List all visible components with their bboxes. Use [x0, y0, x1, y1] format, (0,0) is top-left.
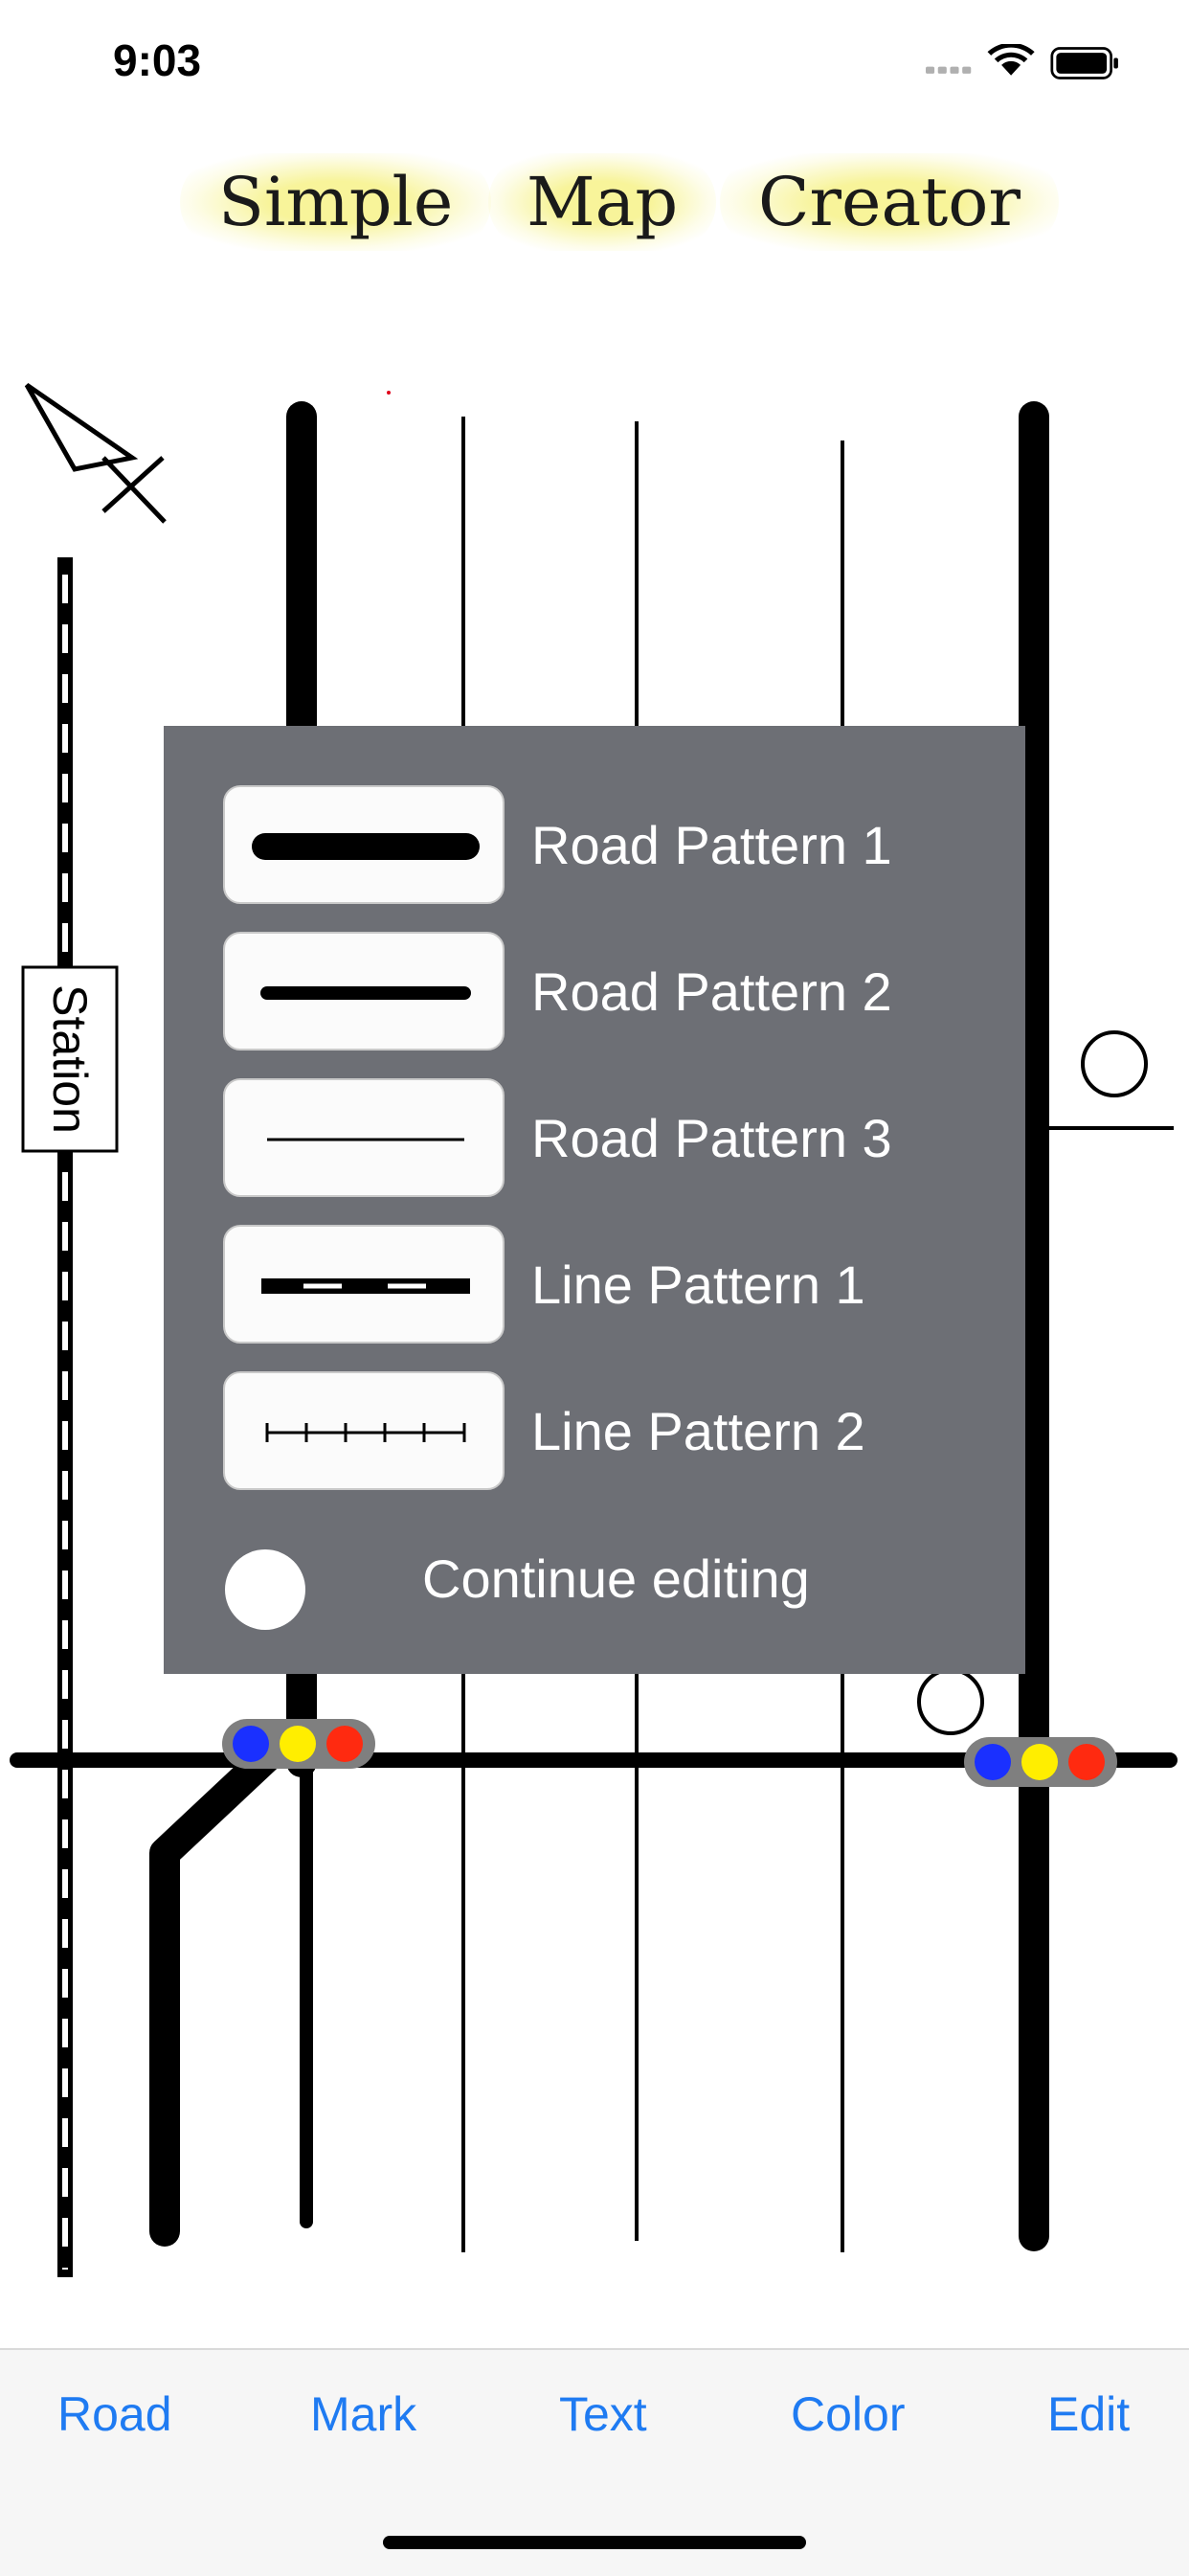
status-icons: [926, 44, 1118, 79]
home-indicator: [383, 2536, 806, 2549]
title-word-simple: Simple: [180, 153, 492, 251]
map-canvas[interactable]: Station: [0, 0, 1189, 2346]
north-arrow-icon: [24, 382, 167, 524]
status-time: 9:03: [113, 35, 202, 85]
circle-marker-2[interactable]: [917, 1668, 984, 1735]
line-pattern-1-label: Line Pattern 1: [531, 1254, 865, 1315]
app-title: Simple Map Creator: [0, 153, 1189, 251]
continue-editing-label: Continue editing: [422, 1548, 810, 1609]
tab-road[interactable]: Road: [57, 2387, 172, 2441]
tick-line-pattern-icon: [265, 1423, 466, 1442]
road-pattern-1-label: Road Pattern 1: [531, 815, 892, 875]
pattern-item-road-1[interactable]: Road Pattern 1: [223, 785, 989, 908]
line-pattern-2-button[interactable]: [223, 1371, 505, 1490]
road-pattern-3-button[interactable]: [223, 1078, 505, 1197]
pattern-menu: Road Pattern 1 Road Pattern 2 Road Patte…: [164, 726, 1025, 1674]
railway-pattern-icon: [261, 1278, 470, 1294]
traffic-light-right[interactable]: [964, 1737, 1117, 1787]
pattern-item-road-3[interactable]: Road Pattern 3: [223, 1078, 989, 1201]
traffic-light-left[interactable]: [222, 1719, 375, 1769]
line-pattern-1-button[interactable]: [223, 1225, 505, 1344]
battery-icon: [1050, 47, 1118, 79]
thin-road-pattern-icon: [267, 1138, 464, 1141]
road-diagonal[interactable]: [149, 1723, 303, 2247]
station-label: Station: [43, 984, 97, 1134]
pattern-item-line-2[interactable]: Line Pattern 2: [223, 1371, 989, 1494]
title-word-map: Map: [488, 153, 717, 251]
tab-color[interactable]: Color: [791, 2387, 906, 2441]
cellular-signal-icon: [926, 66, 972, 74]
line-pattern-2-label: Line Pattern 2: [531, 1401, 865, 1461]
station-label-box[interactable]: Station: [21, 965, 119, 1153]
circle-marker-1[interactable]: [1081, 1030, 1148, 1097]
pattern-item-line-1[interactable]: Line Pattern 1: [223, 1225, 989, 1347]
map-dot: [387, 391, 391, 395]
medium-road-pattern-icon: [260, 986, 471, 1000]
tab-mark[interactable]: Mark: [310, 2387, 417, 2441]
tab-edit[interactable]: Edit: [1047, 2387, 1131, 2441]
thick-road-pattern-icon: [252, 833, 480, 860]
road-pattern-2-label: Road Pattern 2: [531, 961, 892, 1022]
wifi-icon: [987, 44, 1035, 76]
road-pattern-1-button[interactable]: [223, 785, 505, 904]
pattern-item-road-2[interactable]: Road Pattern 2: [223, 932, 989, 1054]
road-pattern-3-label: Road Pattern 3: [531, 1108, 892, 1168]
road-pattern-2-button[interactable]: [223, 932, 505, 1051]
continue-editing-toggle[interactable]: [225, 1549, 305, 1630]
title-word-creator: Creator: [720, 153, 1059, 251]
tab-text[interactable]: Text: [559, 2387, 647, 2441]
